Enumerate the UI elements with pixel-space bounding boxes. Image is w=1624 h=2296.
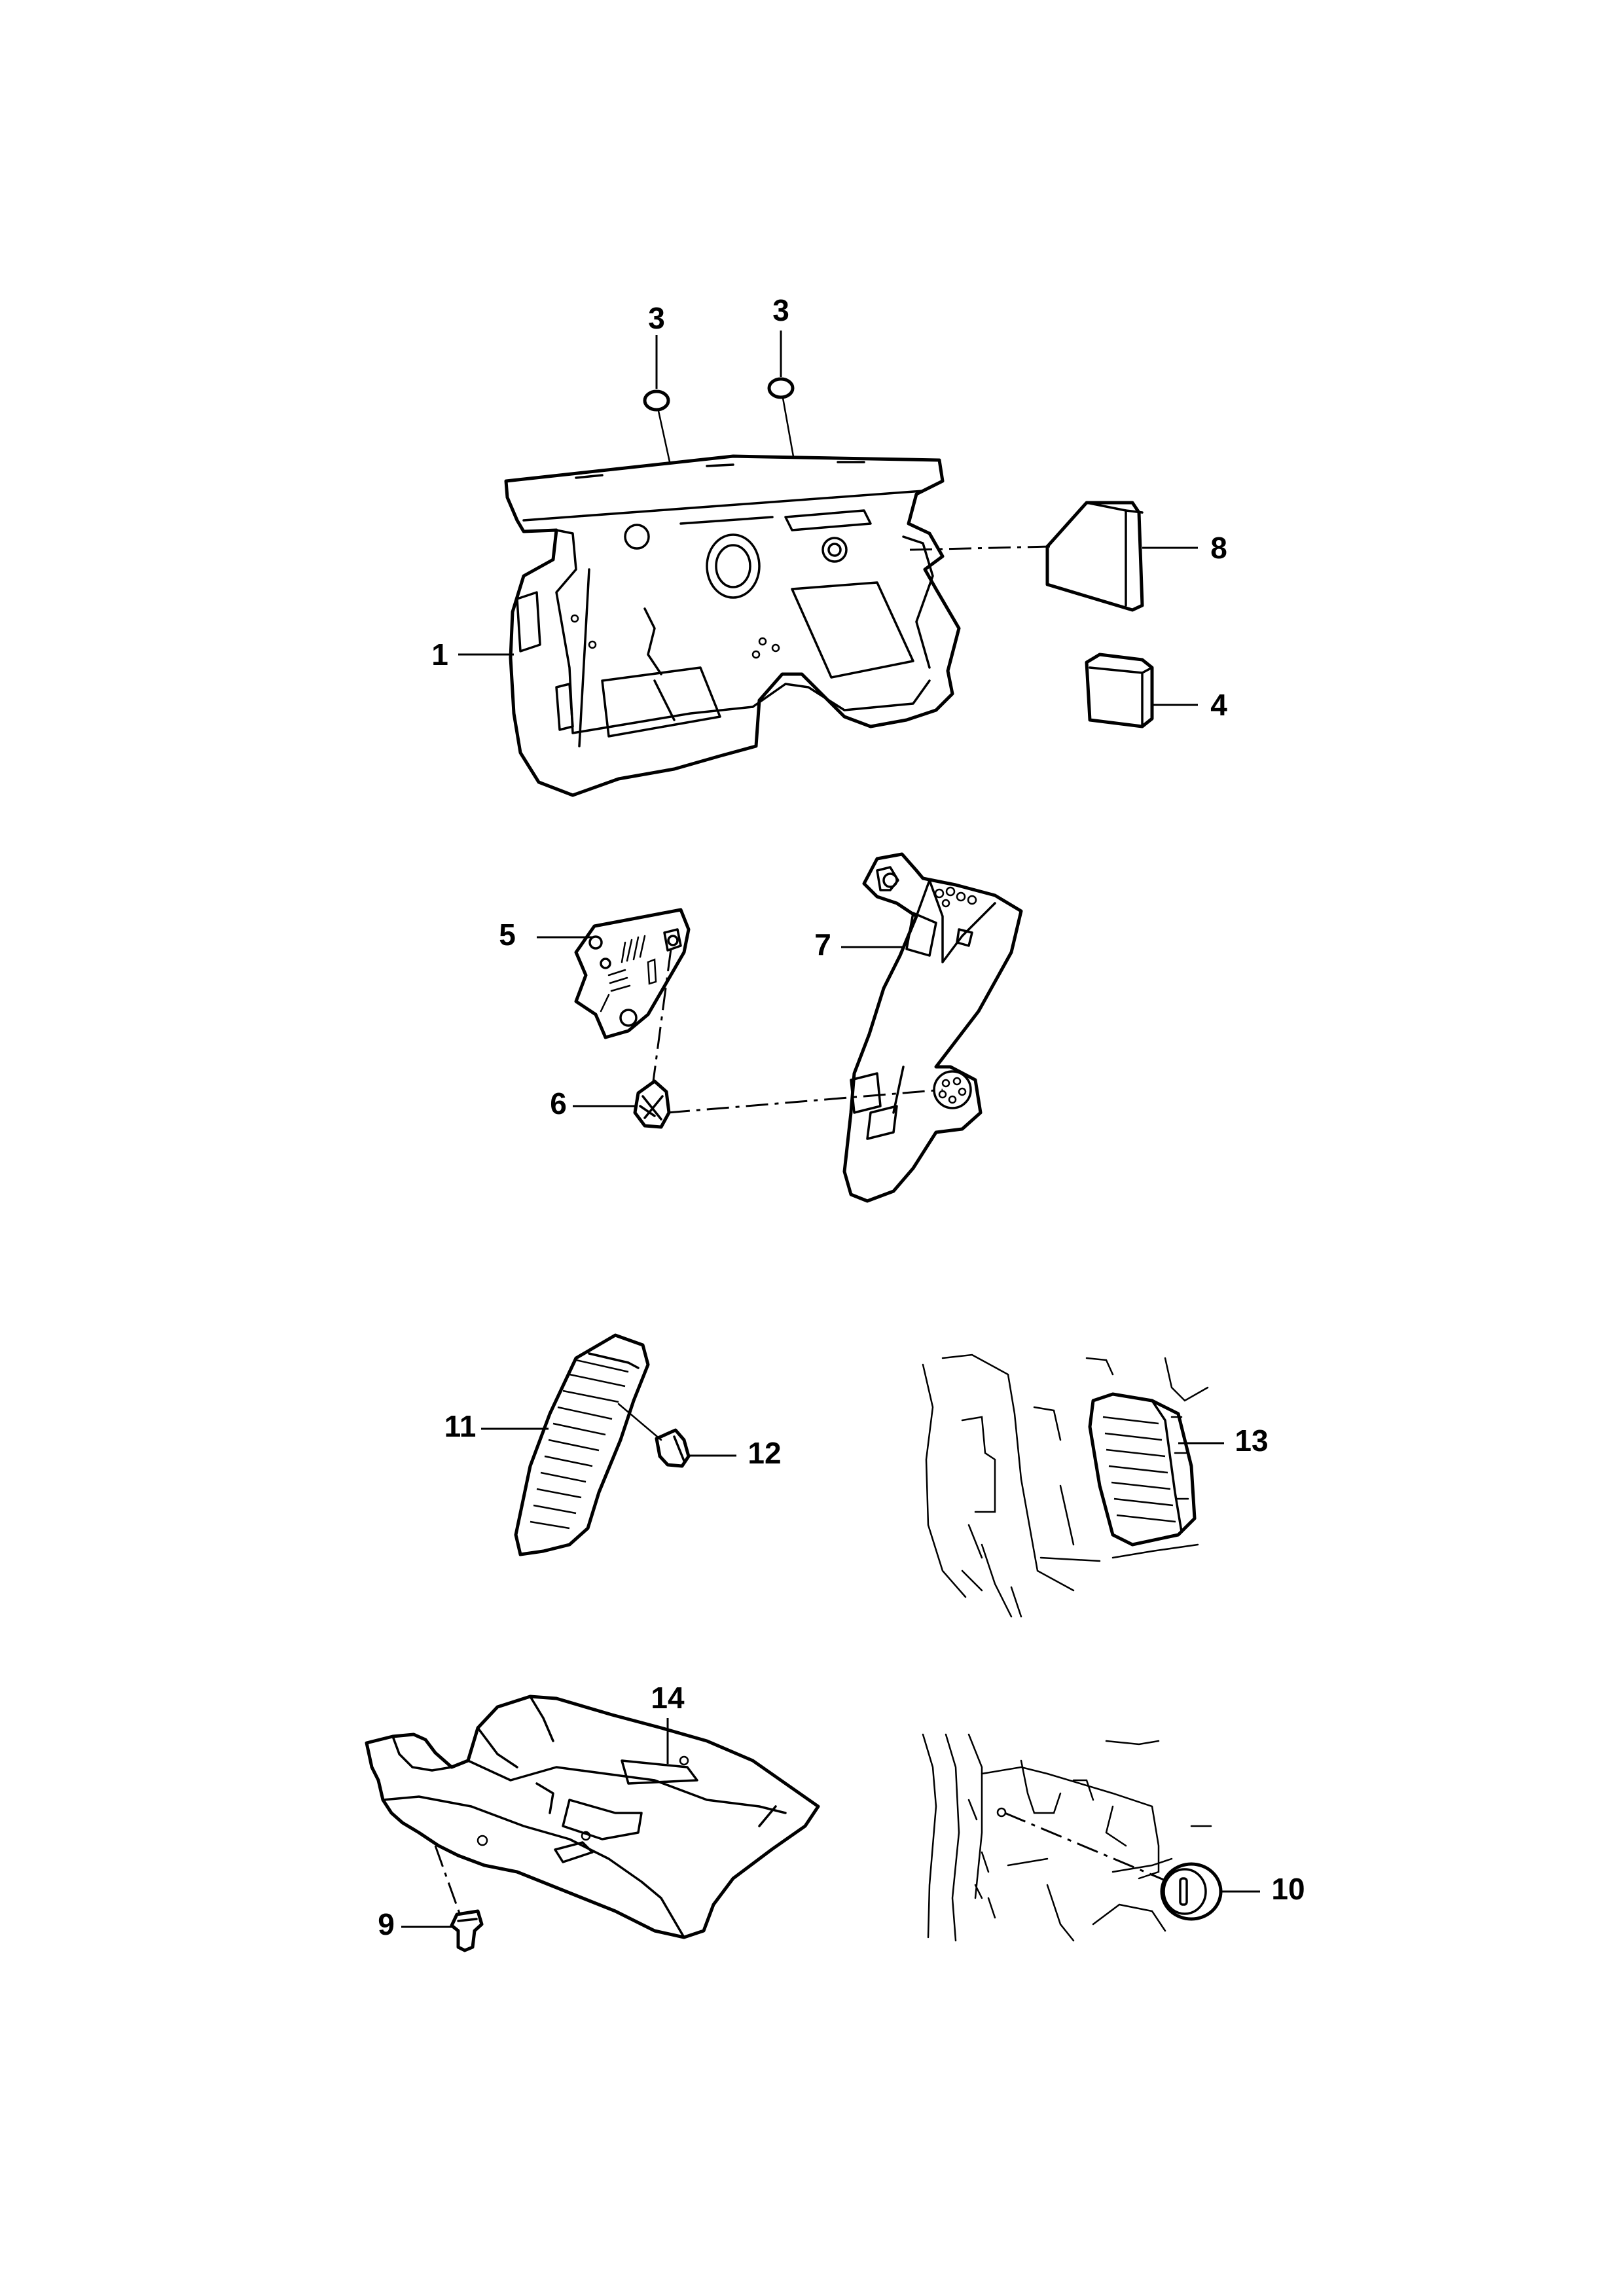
callout-8: 8	[1210, 531, 1227, 565]
callout-5: 5	[499, 918, 516, 952]
part-10-installed-view	[922, 1733, 1260, 1942]
callout-7: 7	[814, 927, 831, 961]
part-1-bulkhead-insulation	[504, 454, 961, 797]
callout-1: 1	[431, 637, 448, 672]
callout-6: 6	[550, 1086, 567, 1121]
part-13-installed-view	[922, 1354, 1224, 1618]
callout-3-left: 3	[648, 301, 665, 335]
fitting-line-1-8	[909, 545, 1051, 551]
part-14-floor-insulation	[365, 1695, 820, 1939]
part-5-bracket	[537, 908, 691, 1039]
callout-4: 4	[1210, 688, 1227, 722]
part-6-retaining-clip	[573, 1079, 671, 1129]
part-9-push-clip	[401, 1909, 484, 1952]
part-8-insulating-pad	[1045, 501, 1144, 612]
callout-9: 9	[378, 1907, 395, 1941]
part-12-screw	[617, 1403, 736, 1468]
part-11-cover	[481, 1333, 650, 1556]
callout-10: 10	[1271, 1872, 1305, 1906]
part-4-insulating-pad	[1085, 653, 1154, 728]
part-7-side-trim	[841, 852, 1023, 1203]
callout-12: 12	[748, 1436, 781, 1470]
fitting-line-5-6	[652, 948, 672, 1082]
callout-13: 13	[1235, 1424, 1268, 1458]
callout-3-right: 3	[772, 293, 789, 327]
callout-11: 11	[444, 1409, 477, 1443]
fitting-line-6-7	[667, 1088, 943, 1114]
callout-14: 14	[651, 1681, 685, 1715]
